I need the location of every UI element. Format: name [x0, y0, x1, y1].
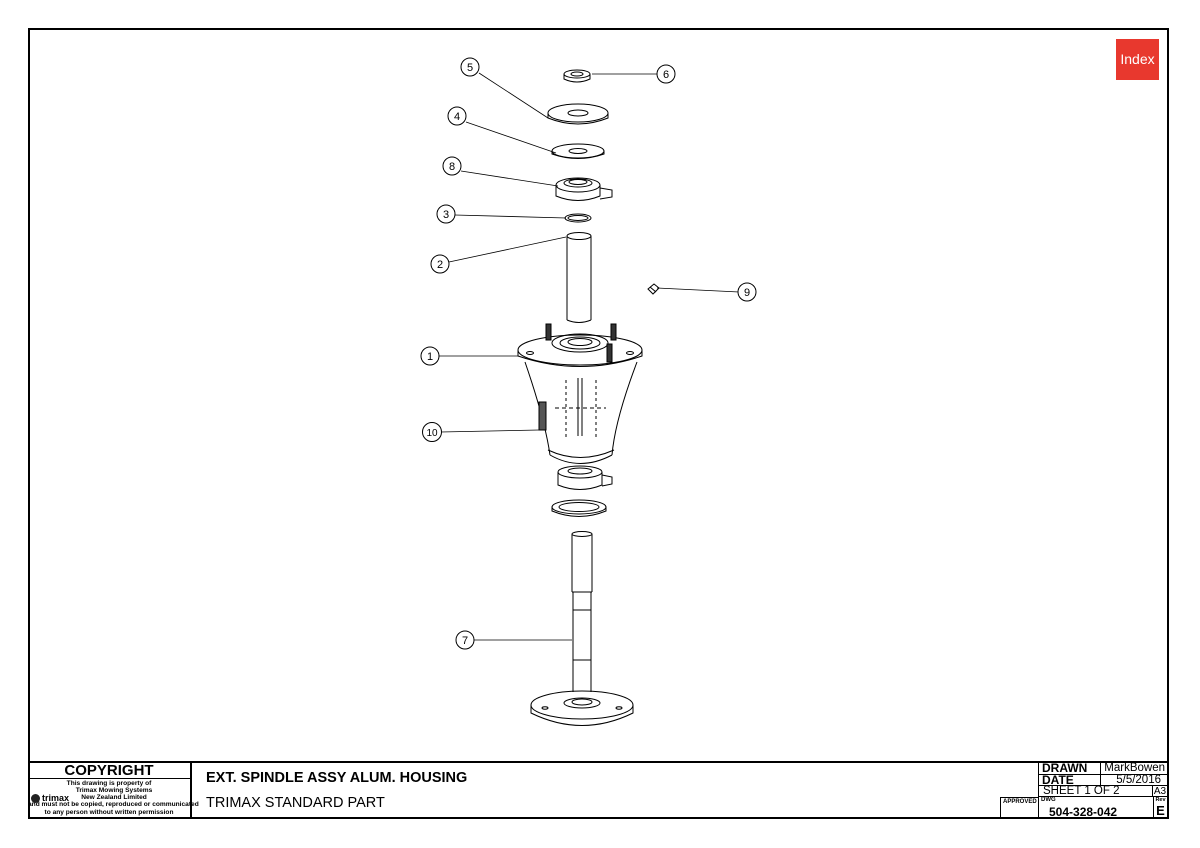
trimax-logo-text: trimax [42, 792, 70, 803]
part-5-washer [547, 103, 609, 125]
copyright-line-5: to any person without written permission [44, 809, 174, 816]
balloon-6-label: 6 [663, 69, 669, 81]
part-2-spacer-tube [566, 232, 592, 323]
drawing-subtitle: TRIMAX STANDARD PART [206, 795, 385, 811]
dwg-label: DWG [1041, 797, 1056, 803]
part-4-washer [551, 143, 605, 159]
date-row: DATE 5/5/2016 [1039, 774, 1167, 786]
lower-bearing [557, 465, 613, 490]
lower-washer [551, 499, 607, 517]
balloon-4-label: 4 [454, 111, 460, 123]
balloon-10: 10 [422, 422, 442, 442]
part-10-stud [538, 401, 547, 431]
balloon-2: 2 [430, 254, 450, 274]
date-label: DATE [1039, 774, 1101, 786]
leader-lines [439, 72, 740, 641]
balloon-8-label: 8 [449, 161, 455, 173]
copyright-line-4: and must not be copied, reproduced or co… [28, 801, 199, 808]
dwg-row: DWG 504-328-042 Rev E [1039, 797, 1167, 819]
balloon-3: 3 [436, 204, 456, 224]
revision-cell: Rev E [1153, 797, 1167, 819]
drawing-sheet-border [28, 28, 1169, 819]
balloon-6: 6 [656, 64, 676, 84]
copyright-title: COPYRIGHT [28, 763, 190, 779]
drawing-title: EXT. SPINDLE ASSY ALUM. HOUSING [206, 770, 468, 786]
drawing-info-block: DRAWN MarkBowen DATE 5/5/2016 SHEET 1 OF… [1038, 762, 1167, 819]
balloon-9-label: 9 [744, 287, 750, 299]
sheet-row: SHEET 1 OF 2 A3 [1039, 785, 1167, 797]
part-3-circlip [564, 213, 592, 223]
index-button[interactable]: Index [1116, 39, 1159, 80]
date-value: 5/5/2016 [1116, 774, 1161, 786]
balloon-5: 5 [460, 57, 480, 77]
title-block: COPYRIGHT This drawing is property of Tr… [28, 761, 1169, 819]
balloon-7: 7 [455, 630, 475, 650]
balloon-2-label: 2 [437, 259, 443, 271]
dwg-number: 504-328-042 [1049, 805, 1118, 819]
balloon-3-label: 3 [443, 209, 449, 221]
balloon-1: 1 [420, 346, 440, 366]
revision-label: Rev [1155, 797, 1166, 803]
copyright-line-2: Trimax Mowing Systems [75, 787, 153, 794]
approved-cell: APPROVED [1000, 797, 1038, 819]
part-8-bearing [555, 177, 613, 201]
copyright-line-1: This drawing is property of [66, 780, 152, 787]
balloon-9: 9 [737, 282, 757, 302]
revision-value: E [1156, 803, 1165, 818]
sheet-size: A3 [1152, 786, 1167, 797]
part-1-housing [517, 323, 643, 464]
balloon-7-label: 7 [462, 635, 468, 647]
copyright-line-3: New Zealand Limited [81, 794, 147, 801]
part-7-spindle-shaft [530, 531, 634, 726]
drawn-label: DRAWN [1039, 762, 1101, 774]
balloon-10-label: 10 [426, 428, 438, 439]
balloon-1-label: 1 [427, 351, 433, 363]
balloon-5-label: 5 [467, 62, 473, 74]
part-9-grease-nipple [647, 283, 660, 295]
balloon-4: 4 [447, 106, 467, 126]
trimax-logo-icon [31, 793, 40, 803]
drawn-value: MarkBowen [1104, 762, 1165, 774]
part-6-lock-nut [563, 69, 591, 83]
copyright-box: COPYRIGHT This drawing is property of Tr… [28, 763, 199, 819]
trimax-logo: trimax [31, 793, 71, 803]
balloon-8: 8 [442, 156, 462, 176]
sheet-number: SHEET 1 OF 2 [1043, 785, 1120, 797]
drawn-row: DRAWN MarkBowen [1039, 762, 1167, 775]
